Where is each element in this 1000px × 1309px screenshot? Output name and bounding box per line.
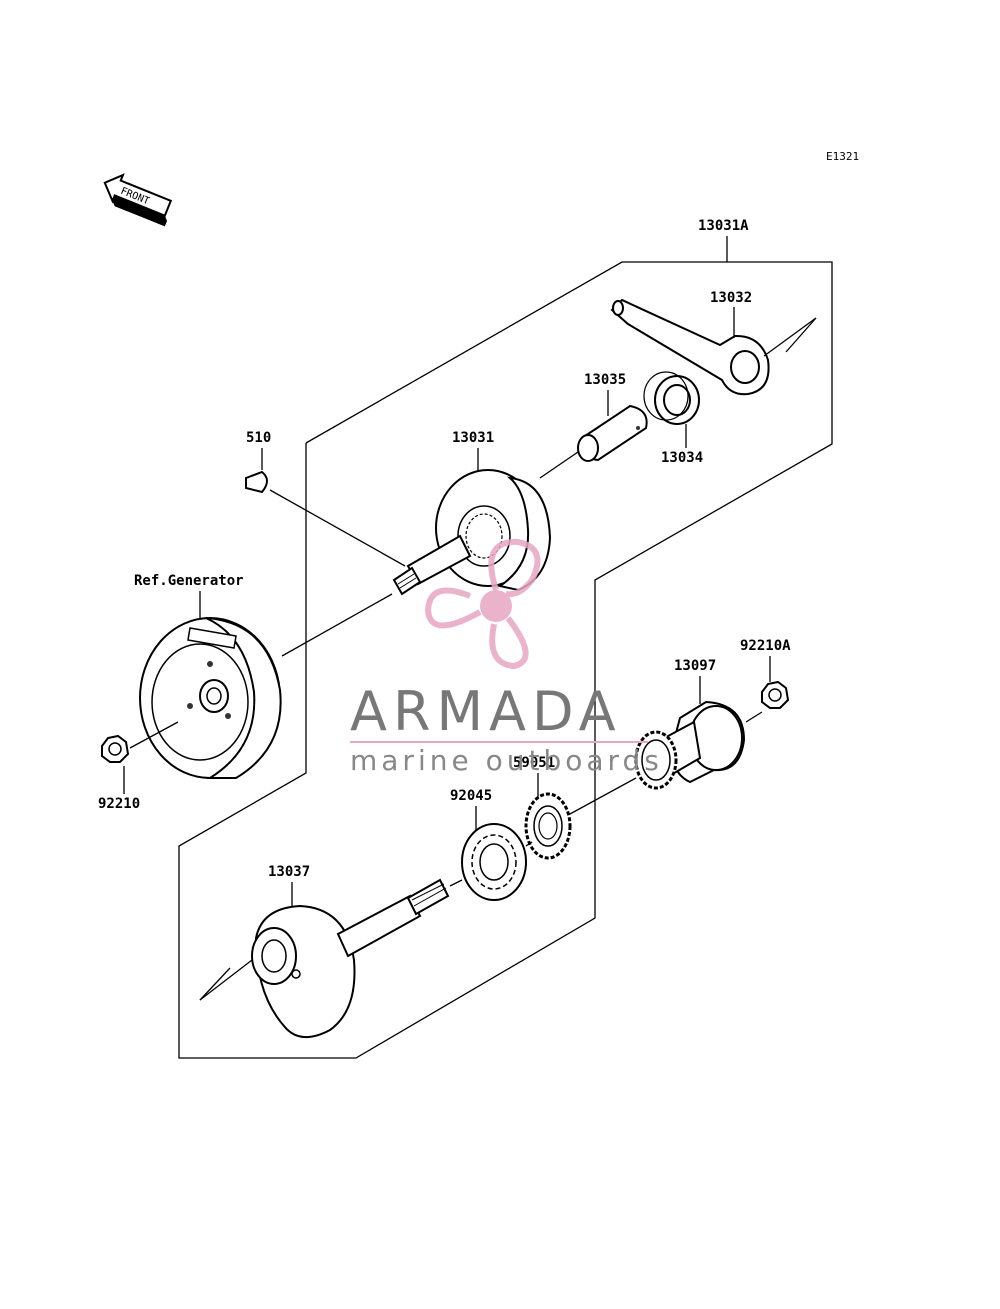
gear-axis-line (569, 777, 637, 815)
bearing-axis-line (525, 841, 533, 847)
label-13035: 13035 (584, 372, 626, 388)
crank-half-left (251, 878, 450, 1038)
label-13037: 13037 (268, 864, 310, 880)
gear-59051 (524, 792, 572, 860)
nut-axis-line (129, 721, 179, 749)
crank-pin (577, 404, 648, 462)
upper-assembly-outline (178, 261, 833, 1059)
generator-axis-line (281, 593, 393, 657)
axis-line-pin (539, 451, 579, 479)
nut-92210A (761, 680, 790, 709)
diagram-code: E1321 (826, 150, 859, 163)
watermark-brand: ARMADA (350, 680, 622, 743)
axis-line-lower (199, 959, 253, 1001)
label-92045: 92045 (450, 788, 492, 804)
ball-bearing-92045 (461, 823, 527, 901)
front-arrow-icon: FRONT (103, 173, 173, 227)
axis-arrow-upper (785, 317, 817, 353)
label-59051: 59051 (513, 755, 555, 771)
label-13031: 13031 (452, 430, 494, 446)
connecting-rod (610, 298, 770, 396)
key-fit-line (269, 489, 406, 567)
axis-arrow-lower (199, 967, 231, 1001)
needle-bearing (643, 371, 700, 425)
label-510: 510 (246, 430, 271, 446)
balancer-gear (634, 730, 678, 790)
label-13097: 13097 (674, 658, 716, 674)
woodruff-key (245, 470, 268, 494)
axis-line-upper (763, 317, 817, 357)
label-ref-generator: Ref.Generator (134, 573, 244, 589)
label-92210A: 92210A (740, 638, 791, 654)
watermark-tagline: marine outboards (350, 744, 663, 777)
nut-92210 (101, 734, 130, 763)
label-13031A: 13031A (698, 218, 749, 234)
label-92210: 92210 (98, 796, 140, 812)
armada-propeller-icon (424, 538, 541, 670)
crank-axis-line (449, 879, 463, 887)
label-13032: 13032 (710, 290, 752, 306)
label-13034: 13034 (661, 450, 703, 466)
generator-flywheel (139, 617, 282, 779)
nut-a-axis-line (745, 711, 763, 723)
crank-half-right (392, 469, 552, 596)
